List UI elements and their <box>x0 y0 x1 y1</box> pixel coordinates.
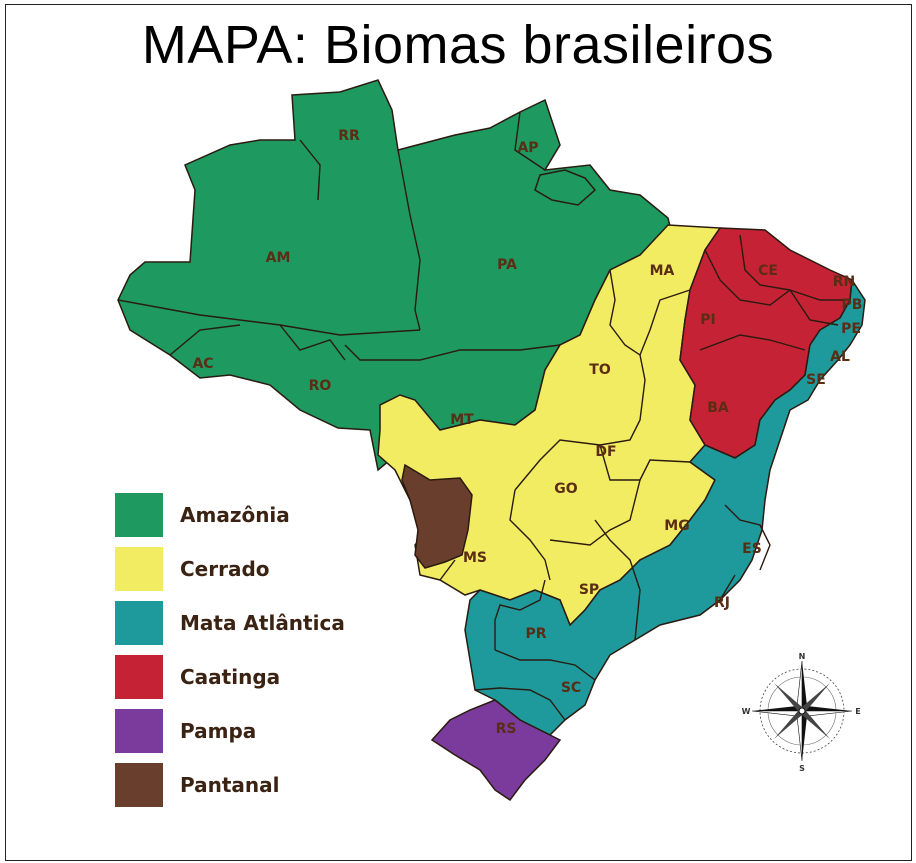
legend-label-amazonia: Amazônia <box>180 502 290 527</box>
compass-s: S <box>799 764 805 773</box>
state-label-rn: RN <box>833 274 856 290</box>
legend-label-caatinga: Caatinga <box>180 664 281 689</box>
state-label-ms: MS <box>463 550 487 566</box>
compass-w: W <box>742 707 751 716</box>
state-label-al: AL <box>830 349 850 365</box>
region-mata-atlantica <box>464 277 866 736</box>
region-amapa-islands <box>534 169 597 206</box>
region-pantanal <box>401 463 473 569</box>
legend-item-pantanal: Pantanal <box>115 762 345 807</box>
state-label-pb: PB <box>842 297 863 313</box>
state-label-am: AM <box>266 250 291 266</box>
legend-swatch-pantanal <box>115 762 163 807</box>
legend-swatch-pampa <box>115 708 163 753</box>
state-label-ce: CE <box>758 263 778 279</box>
state-label-se: SE <box>806 372 826 388</box>
state-borders <box>117 111 850 721</box>
legend-label-pampa: Pampa <box>180 718 257 743</box>
legend-label-mata-atlantica: Mata Atlântica <box>180 610 345 635</box>
state-label-pe: PE <box>841 321 861 337</box>
state-label-es: ES <box>742 541 762 557</box>
state-label-ma: MA <box>650 263 675 279</box>
region-pampa <box>430 699 562 802</box>
compass-e: E <box>855 707 860 716</box>
state-label-ba: BA <box>707 400 729 416</box>
compass-n: N <box>799 652 806 661</box>
legend-label-cerrado: Cerrado <box>180 556 270 581</box>
legend-swatch-mata-atlantica <box>115 600 163 645</box>
state-label-sp: SP <box>579 582 599 598</box>
state-label-rj: RJ <box>714 595 730 611</box>
state-label-rr: RR <box>338 128 360 144</box>
state-label-ac: AC <box>192 356 213 372</box>
legend-item-cerrado: Cerrado <box>115 546 345 591</box>
state-label-df: DF <box>595 444 616 460</box>
state-label-go: GO <box>554 481 577 497</box>
state-label-pi: PI <box>700 312 715 328</box>
legend-swatch-cerrado <box>115 546 163 591</box>
state-label-mg: MG <box>664 518 689 534</box>
legend-item-pampa: Pampa <box>115 708 345 753</box>
legend-swatch-amazonia <box>115 492 163 537</box>
legend: Amazônia Cerrado Mata Atlântica Caatinga… <box>115 492 345 816</box>
legend-item-mata-atlantica: Mata Atlântica <box>115 600 345 645</box>
state-label-pa: PA <box>497 257 517 273</box>
compass-rose-icon: N S E W <box>742 652 861 773</box>
legend-item-amazonia: Amazônia <box>115 492 345 537</box>
state-label-sc: SC <box>561 680 581 696</box>
state-label-ap: AP <box>517 140 538 156</box>
state-label-mt: MT <box>450 412 474 428</box>
page-title: MAPA: Biomas brasileiros <box>141 15 775 75</box>
state-label-rs: RS <box>496 721 517 737</box>
state-label-to: TO <box>589 362 611 378</box>
legend-label-pantanal: Pantanal <box>180 772 280 797</box>
legend-item-caatinga: Caatinga <box>115 654 345 699</box>
state-label-ro: RO <box>309 378 332 394</box>
state-label-pr: PR <box>525 626 546 642</box>
legend-swatch-caatinga <box>115 654 163 699</box>
